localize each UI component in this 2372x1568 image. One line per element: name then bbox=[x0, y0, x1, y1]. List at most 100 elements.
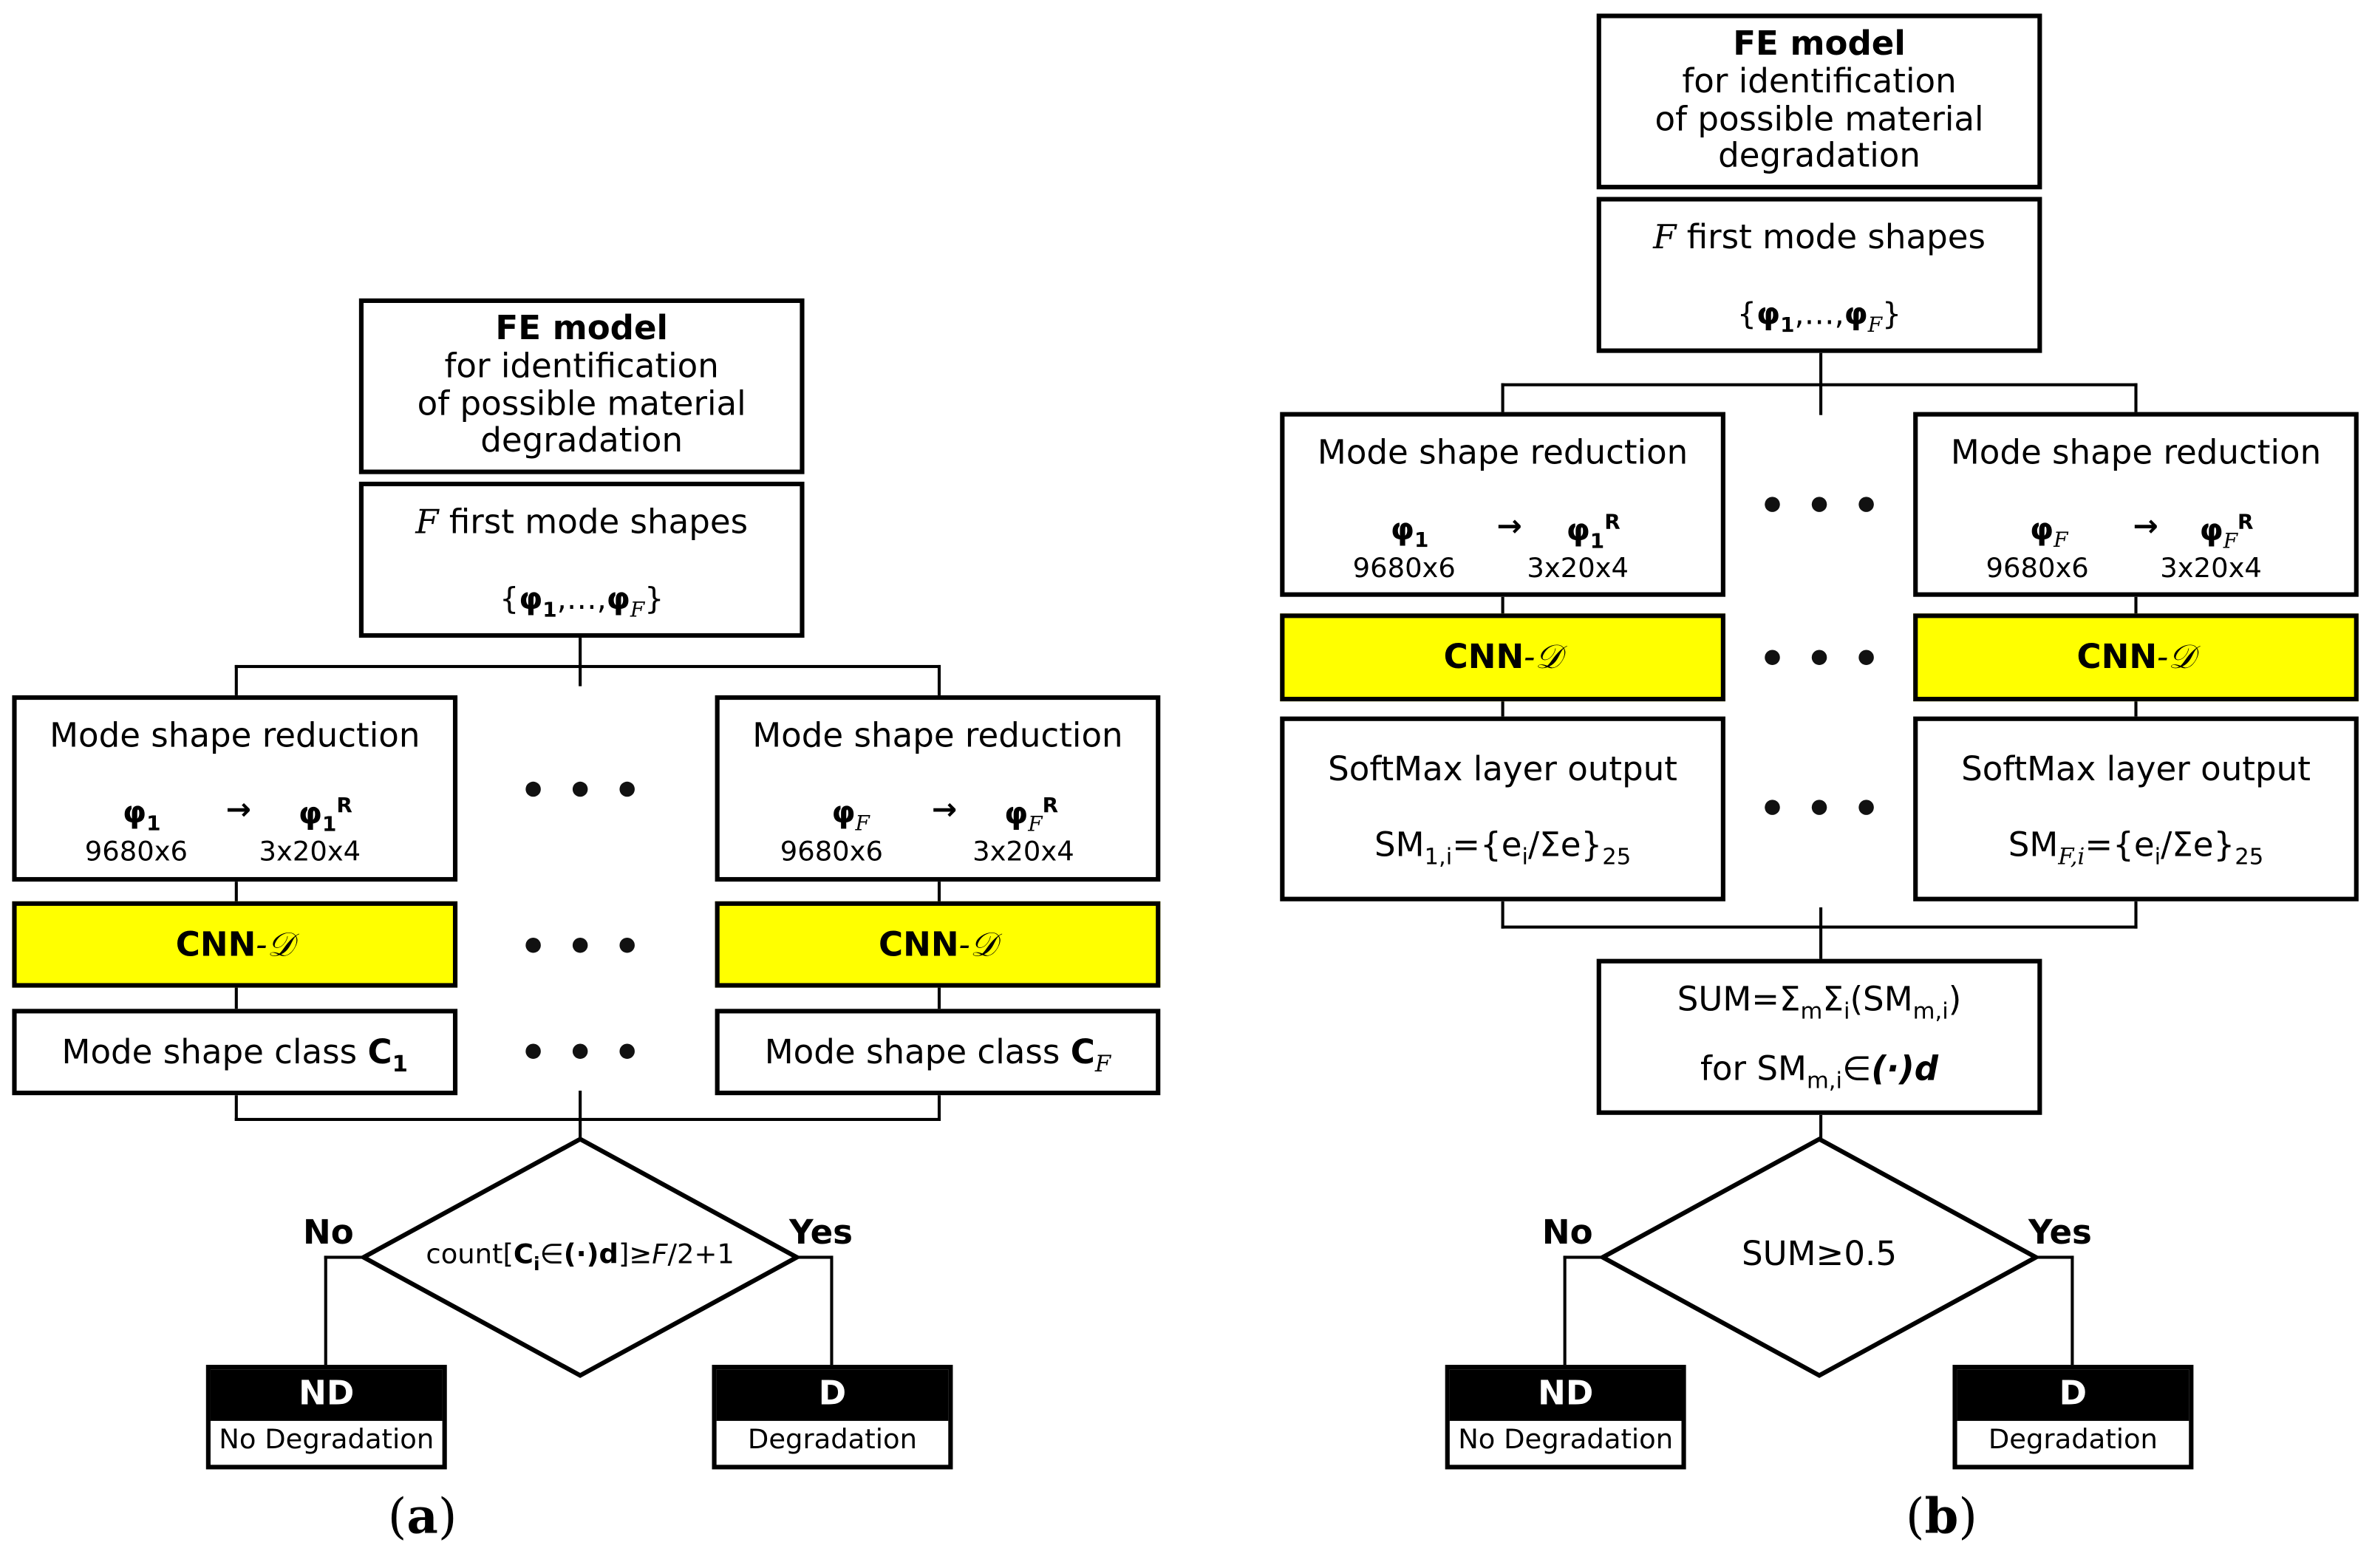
connector-line bbox=[2071, 1255, 2074, 1366]
class-label: Mode shape class C1 bbox=[61, 1034, 408, 1078]
phi-reduced-symbol: φFR bbox=[1004, 794, 1059, 837]
ellipsis-dot bbox=[1765, 650, 1780, 665]
connector-line bbox=[937, 1095, 941, 1121]
mode-shapes-title: F first mode shapes bbox=[415, 504, 749, 542]
nd-code: ND bbox=[210, 1369, 443, 1421]
connector-line bbox=[1819, 1114, 1823, 1139]
connector-line bbox=[1501, 596, 1504, 614]
arrow-icon: → bbox=[225, 791, 251, 828]
connector-line bbox=[2034, 1255, 2074, 1259]
dim-in: 9680x6 bbox=[1986, 553, 2089, 585]
reduction-box-left: Mode shape reduction φ1 → φ1R 9680x6 3x2… bbox=[12, 695, 458, 882]
dim-out: 3x20x4 bbox=[2160, 553, 2262, 585]
reduction-title: Mode shape reduction bbox=[1950, 434, 2322, 473]
phi-symbol: φF bbox=[831, 794, 870, 836]
reduction-box-left: Mode shape reduction φ1 → φ1R 9680x6 3x2… bbox=[1280, 412, 1725, 597]
nd-box: ND No Degradation bbox=[205, 1365, 447, 1470]
arrow-icon: → bbox=[1496, 507, 1522, 544]
connector-line bbox=[234, 882, 238, 901]
dim-out: 3x20x4 bbox=[1527, 553, 1629, 585]
reduction-title: Mode shape reduction bbox=[1317, 434, 1688, 473]
ellipsis-dot bbox=[1811, 497, 1827, 512]
fe-model-title: FE model bbox=[1733, 25, 1906, 64]
fe-model-box: FE model for identification of possible … bbox=[358, 298, 805, 474]
reduction-box-right: Mode shape reduction φF → φFR 9680x6 3x2… bbox=[715, 695, 1161, 882]
softmax-box-left: SoftMax layer output SM1,i={ei/Σe}25 bbox=[1280, 716, 1725, 901]
connector-line bbox=[234, 1095, 238, 1121]
softmax-formula: SM1,i={ei/Σe}25 bbox=[1374, 827, 1632, 870]
connector-line bbox=[830, 1255, 834, 1366]
arrow-icon: → bbox=[931, 791, 958, 828]
dim-out: 3x20x4 bbox=[972, 836, 1074, 868]
fe-model-line: for identification bbox=[1682, 64, 1957, 102]
phi-reduced-symbol: φFR bbox=[2199, 510, 2254, 554]
reduction-title: Mode shape reduction bbox=[752, 717, 1123, 756]
no-label: No bbox=[1541, 1215, 1593, 1253]
cnn-box-left: CNN-𝒟 bbox=[12, 901, 458, 988]
connector-line bbox=[1563, 1255, 1567, 1366]
ellipsis-dot bbox=[1765, 497, 1780, 512]
cnn-box-right: CNN-𝒟 bbox=[1913, 613, 2359, 702]
fe-model-line: of possible material bbox=[417, 386, 746, 424]
softmax-title: SoftMax layer output bbox=[1961, 751, 2311, 790]
ellipsis-dot bbox=[525, 781, 541, 797]
d-desc: Degradation bbox=[1988, 1424, 2158, 1456]
ellipsis-dot bbox=[1858, 497, 1874, 512]
reduction-box-right: Mode shape reduction φF → φFR 9680x6 3x2… bbox=[1913, 412, 2359, 597]
ellipsis-dot bbox=[525, 1043, 541, 1059]
ellipsis-dot bbox=[619, 781, 635, 797]
softmax-box-right: SoftMax layer output SMF,i={ei/Σe}25 bbox=[1913, 716, 2359, 901]
connector-line bbox=[1563, 1255, 1606, 1259]
class-box-left: Mode shape class C1 bbox=[12, 1009, 458, 1096]
dim-in: 9680x6 bbox=[780, 836, 883, 868]
ellipsis-dot bbox=[1765, 800, 1780, 815]
caption-b: (b) bbox=[1905, 1487, 1977, 1545]
class-box-right: Mode shape class CF bbox=[715, 1009, 1161, 1096]
mode-shapes-set: {φ1,…,φF} bbox=[500, 580, 664, 623]
connector-line bbox=[937, 664, 941, 695]
fe-model-line: degradation bbox=[1718, 137, 1921, 176]
ellipsis-dot bbox=[1858, 650, 1874, 665]
connector-line bbox=[1501, 383, 1504, 412]
sum-formula: SUM=ΣmΣi(SMm,i) bbox=[1677, 981, 1962, 1025]
nd-code: ND bbox=[1449, 1369, 1682, 1421]
caption-a: (a) bbox=[387, 1487, 457, 1545]
reduction-title: Mode shape reduction bbox=[50, 717, 420, 756]
connector-line bbox=[234, 664, 941, 669]
softmax-title: SoftMax layer output bbox=[1328, 751, 1677, 790]
connector-line bbox=[234, 1117, 941, 1121]
cnn-box-left: CNN-𝒟 bbox=[1280, 613, 1725, 702]
connector-line bbox=[937, 882, 941, 901]
no-label: No bbox=[303, 1215, 354, 1253]
connector-line bbox=[1501, 701, 1504, 717]
connector-line bbox=[234, 987, 238, 1009]
cnn-label: CNN-𝒟 bbox=[1443, 639, 1562, 678]
arrow-icon: → bbox=[2133, 507, 2158, 544]
mode-shapes-box: F first mode shapes {φ1,…,φF} bbox=[1596, 197, 2042, 353]
decision-text: SUM≥0.5 bbox=[1741, 1235, 1898, 1275]
cnn-label: CNN-𝒟 bbox=[175, 927, 294, 965]
cnn-label: CNN-𝒟 bbox=[879, 927, 997, 965]
decision-text: count[Ci∈(·)d]≥F/2+1 bbox=[426, 1238, 735, 1275]
dim-in: 9680x6 bbox=[84, 836, 188, 868]
d-code: D bbox=[716, 1369, 949, 1421]
connector-line bbox=[579, 1091, 582, 1139]
d-code: D bbox=[1957, 1369, 2189, 1421]
nd-desc: No Degradation bbox=[1458, 1424, 1674, 1456]
d-box: D Degradation bbox=[1952, 1365, 2194, 1470]
nd-box: ND No Degradation bbox=[1445, 1365, 1686, 1470]
ellipsis-dot bbox=[1858, 800, 1874, 815]
ellipsis-dot bbox=[1811, 650, 1827, 665]
connector-line bbox=[2134, 596, 2138, 614]
d-box: D Degradation bbox=[712, 1365, 953, 1470]
ellipsis-dot bbox=[1811, 800, 1827, 815]
dim-in: 9680x6 bbox=[1352, 553, 1456, 585]
phi-symbol: φ1 bbox=[1390, 510, 1429, 553]
connector-line bbox=[1501, 925, 2138, 929]
connector-line bbox=[1501, 383, 2138, 386]
ellipsis-dot bbox=[619, 937, 635, 953]
connector-line bbox=[1501, 901, 1504, 929]
softmax-formula: SMF,i={ei/Σe}25 bbox=[2008, 827, 2264, 870]
